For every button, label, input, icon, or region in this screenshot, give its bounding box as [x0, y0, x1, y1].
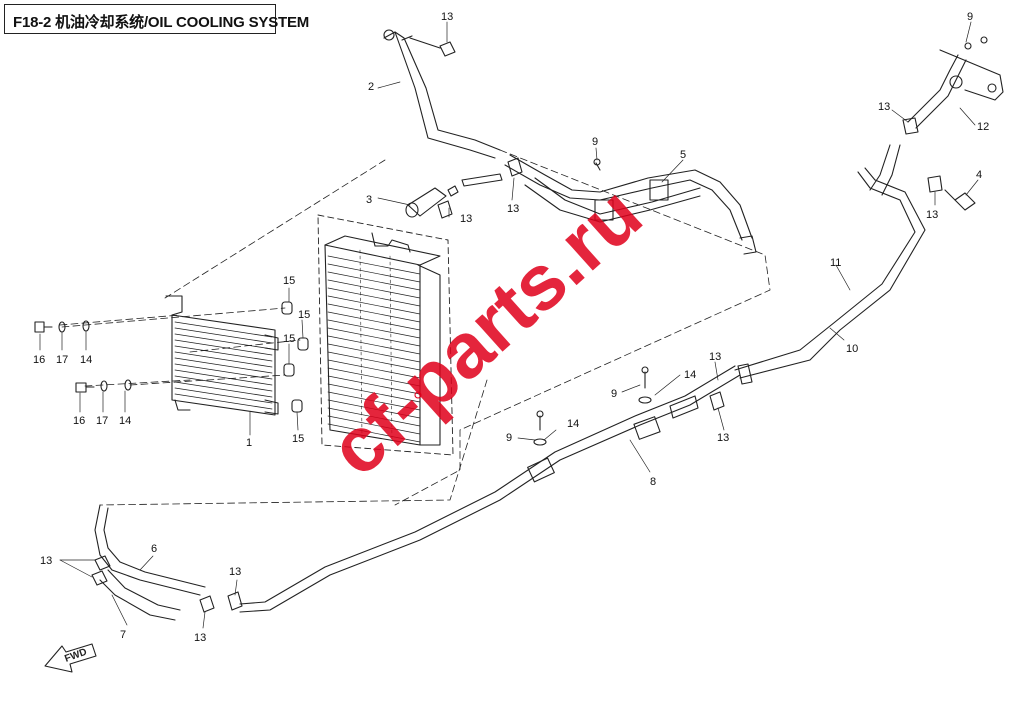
callout-c12: 12: [977, 121, 989, 133]
pipe-10-11: [734, 144, 926, 385]
callout-c15b: 15: [298, 309, 310, 321]
callout-c15a: 15: [283, 275, 295, 287]
callout-c4: 4: [976, 169, 982, 181]
leader-lines: [39, 21, 979, 629]
callout-c17a: 17: [56, 354, 68, 366]
pipe-5: [504, 154, 757, 255]
callout-c13b: 13: [460, 213, 472, 225]
callout-c13c: 13: [507, 203, 519, 215]
callout-c5: 5: [680, 149, 686, 161]
callout-c14d: 14: [684, 369, 696, 381]
watermark-text: cf-parts.ru: [312, 169, 658, 493]
fwd-arrow: [44, 643, 97, 673]
callout-c15d: 15: [292, 433, 304, 445]
radiator-assembly: [317, 214, 454, 456]
hose-6-7: [91, 504, 243, 621]
callout-c14c: 14: [567, 418, 579, 430]
callout-c10: 10: [846, 343, 858, 355]
callout-c13g: 13: [717, 432, 729, 444]
callout-c8: 8: [650, 476, 656, 488]
callout-c6: 6: [151, 543, 157, 555]
oil-cooler: [165, 295, 279, 416]
callout-c16b: 16: [73, 415, 85, 427]
bolt-washer-sets: [34, 320, 132, 393]
callout-c1: 1: [246, 437, 252, 449]
hose-2: [383, 29, 501, 159]
title-box: F18-2 机油冷却系统/OIL COOLING SYSTEM: [4, 4, 309, 34]
pipe-12: [907, 36, 1004, 129]
callout-c2: 2: [368, 81, 374, 93]
callout-c13h: 13: [40, 555, 52, 567]
callout-c14a: 14: [80, 354, 92, 366]
callout-c13e: 13: [926, 209, 938, 221]
callout-c13i: 13: [229, 566, 241, 578]
hose-3: [405, 173, 503, 218]
callout-c17b: 17: [96, 415, 108, 427]
callout-c13f: 13: [709, 351, 721, 363]
callout-c9a: 9: [592, 136, 598, 148]
callout-c9c: 9: [506, 432, 512, 444]
assembly-guide-lines: [59, 149, 771, 506]
callout-c3: 3: [366, 194, 372, 206]
screw-4: [944, 189, 976, 211]
pipe-8: [239, 365, 741, 613]
callout-c9b: 9: [967, 11, 973, 23]
callout-c15c: 15: [283, 333, 295, 345]
callout-c11: 11: [830, 257, 841, 269]
callout-c13d: 13: [878, 101, 890, 113]
callout-c16a: 16: [33, 354, 45, 366]
callout-c13j: 13: [194, 632, 206, 644]
callout-c13a: 13: [441, 11, 453, 23]
callout-c14b: 14: [119, 415, 131, 427]
callout-c7: 7: [120, 629, 126, 641]
clamps-13-top: [437, 41, 943, 219]
callout-c9d: 9: [611, 388, 617, 400]
page-title: F18-2 机油冷却系统/OIL COOLING SYSTEM: [13, 14, 310, 31]
